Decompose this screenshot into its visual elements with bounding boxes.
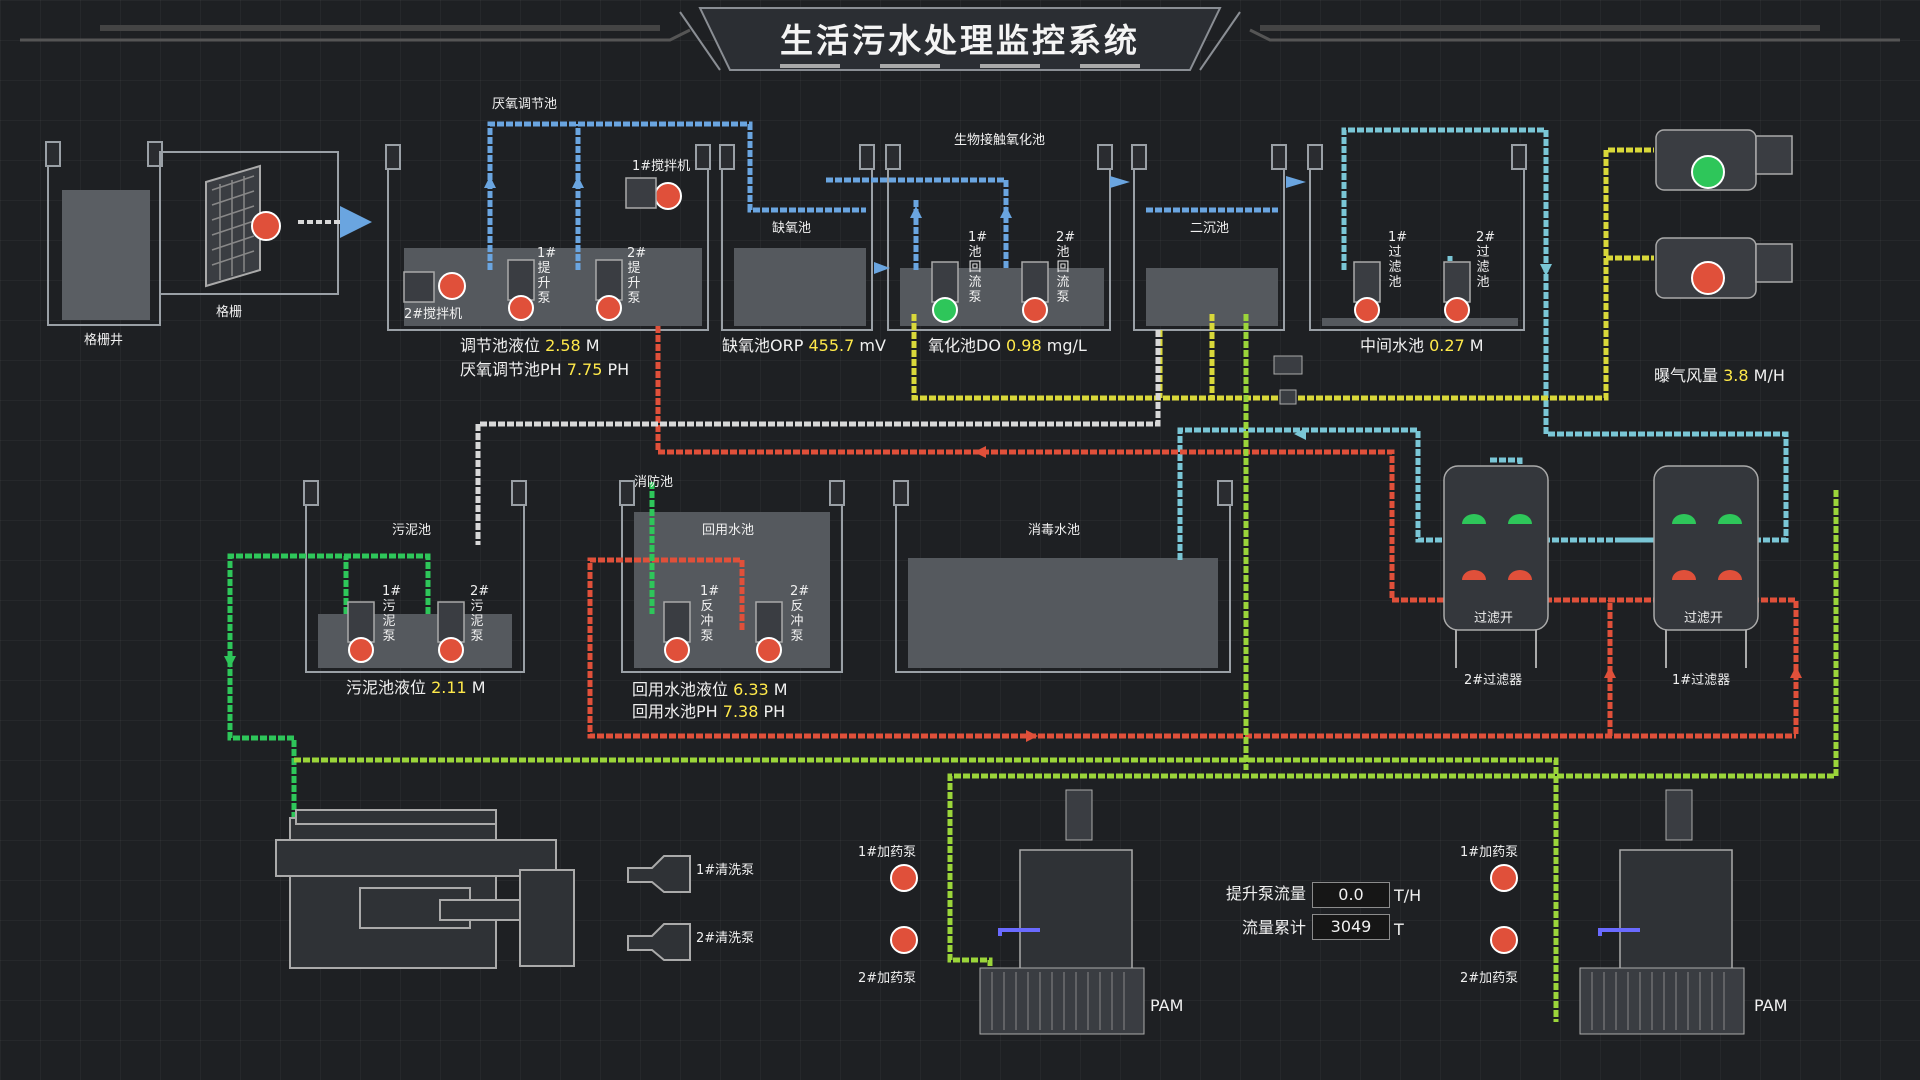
total-flow-value: 3049 [1312,914,1390,940]
reading-sludge-level: 污泥池液位 2.11 M [346,678,486,697]
total-flow-unit: T [1394,920,1404,939]
label-filter-pump2: 2#过滤池 [1476,230,1496,290]
label-dose-pump2-a: 2#加药泵 [858,971,917,986]
reading-reuse-ph: 回用水池PH 7.38 PH [632,702,786,721]
label-wash-pump1: 1#清洗泵 [696,863,755,878]
lift-flow-label: 提升泵流量 [1226,884,1307,903]
filter-press-icon [275,809,575,969]
reading-aeration: 曝气风量 3.8 M/H [1654,366,1785,385]
label-return-pump1: 1#池回流泵 [968,230,988,305]
label-stirrer1: 1#搅拌机 [632,159,691,174]
title-banner [20,7,1900,71]
reading-reg-level: 调节池液位 2.58 M [460,336,600,355]
lift-flow-value: 0.0 [1312,882,1390,908]
tanks-row2 [303,480,1233,673]
reading-oxidation-do: 氧化池DO 0.98 mg/L [928,336,1087,355]
wash-pumps [627,855,691,961]
label-filter-pump1: 1#过滤池 [1388,230,1408,290]
label-lift-pump2: 2#提升泵 [627,246,647,306]
label-dose-pump1-b: 1#加药泵 [1460,845,1519,860]
label-grid: 格栅 [216,305,243,320]
label-filter-open-2: 过滤开 [1474,611,1514,626]
label-filter2: 2#过滤器 [1464,673,1523,688]
label-backwash-pump2: 2#反冲泵 [790,584,810,644]
flow-arrows [484,176,1306,274]
tanks-row1 [45,141,1527,331]
reading-reuse-level: 回用水池液位 6.33 M [632,680,788,699]
label-fire-tank: 消防池 [634,475,674,490]
bar-screen-icon [205,164,261,288]
reading-mid-level: 中间水池 0.27 M [1360,336,1484,355]
label-filter1: 1#过滤器 [1672,673,1731,688]
label-sludge-pump2: 2#污泥泵 [470,584,490,644]
lift-flow-unit: T/H [1394,886,1422,905]
reading-reg-ph: 厌氧调节池PH 7.75 PH [460,360,630,379]
label-grid-well: 格栅井 [84,333,124,348]
label-return-pump2: 2#池回流泵 [1056,230,1076,305]
label-dose-pump2-b: 2#加药泵 [1460,971,1519,986]
label-stirrer2: 2#搅拌机 [404,307,463,322]
label-sludge-pump1: 1#污泥泵 [382,584,402,644]
label-sludge-tank: 污泥池 [392,523,432,538]
pumps [251,129,1793,663]
label-pam-b: PAM [1754,996,1788,1015]
label-anaerobic-reg-tank: 厌氧调节池 [492,97,558,112]
filter-vessels [1443,465,1759,668]
label-dose-pump1-a: 1#加药泵 [858,845,917,860]
label-secondary-tank: 二沉池 [1190,221,1230,236]
label-lift-pump1: 1#提升泵 [537,246,557,306]
page-title: 生活污水处理监控系统 [780,21,1140,60]
label-bio-tank: 生物接触氧化池 [954,133,1046,148]
total-flow-label: 流量累计 [1242,918,1307,937]
label-wash-pump2: 2#清洗泵 [696,931,755,946]
label-filter-open-1: 过滤开 [1684,611,1724,626]
label-backwash-pump1: 1#反冲泵 [700,584,720,644]
reading-anoxic-orp: 缺氧池ORP 455.7 mV [722,336,886,355]
label-anoxic-tank: 缺氧池 [772,221,812,236]
label-reuse-tank: 回用水池 [702,523,755,538]
chemical-tanks [890,789,1745,1035]
label-pam-a: PAM [1150,996,1184,1015]
label-disinfect-tank: 消毒水池 [1028,523,1081,538]
